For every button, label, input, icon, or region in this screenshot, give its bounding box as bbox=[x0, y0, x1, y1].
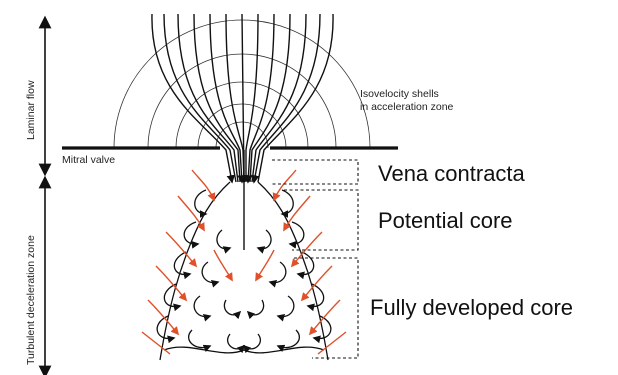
vena-contracta-label: Vena contracta bbox=[378, 161, 526, 186]
mitral-valve-label: Mitral valve bbox=[62, 154, 115, 166]
turbulent-zone-label: Turbulent deceleration zone bbox=[25, 235, 37, 365]
potential-core-bracket bbox=[284, 190, 358, 250]
laminar-flow-label: Laminar flow bbox=[25, 80, 37, 140]
fully-developed-core-label: Fully developed core bbox=[370, 295, 573, 320]
vena-contracta-bracket bbox=[272, 160, 358, 184]
converging-streamlines bbox=[152, 14, 333, 182]
potential-core-label: Potential core bbox=[378, 208, 513, 233]
isovelocity-label-line1: Isovelocity shells bbox=[360, 88, 439, 100]
isovelocity-label-line2: in acceleration zone bbox=[360, 101, 454, 113]
